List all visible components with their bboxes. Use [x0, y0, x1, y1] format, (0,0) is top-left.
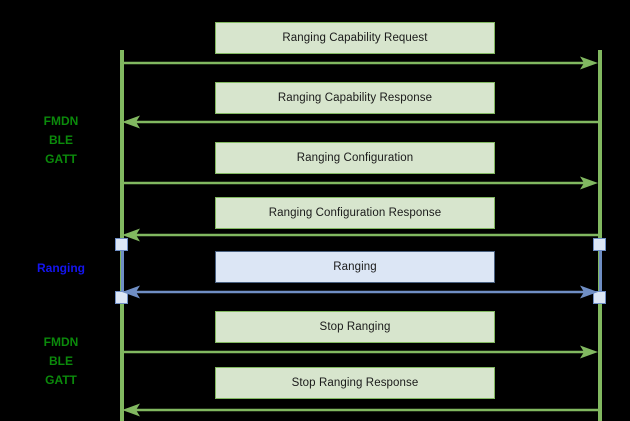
arrow-right-ranging-capability-request: [122, 56, 598, 70]
activation-node-left-bottom: [115, 291, 128, 304]
arrow-left-ranging-configuration-response: [122, 228, 598, 242]
lifeline-right: [598, 50, 602, 421]
message-box-ranging-capability-request: Ranging Capability Request: [215, 22, 495, 54]
message-box-stop-ranging: Stop Ranging: [215, 311, 495, 343]
arrow-left-stop-ranging-response: [122, 403, 598, 417]
lifeline-left: [120, 50, 124, 421]
activation-bar-left: [120, 241, 124, 303]
activation-node-right-top: [593, 238, 606, 251]
message-box-ranging-configuration: Ranging Configuration: [215, 142, 495, 174]
arrow-bidirectional-ranging: [122, 285, 598, 299]
arrow-right-stop-ranging: [122, 345, 598, 359]
arrow-right-ranging-configuration: [122, 176, 598, 190]
arrow-left-ranging-capability-response: [122, 115, 598, 129]
phase-label-fmdn-ble-gatt-bottom: FMDN BLE GATT: [43, 335, 79, 387]
message-box-ranging: Ranging: [215, 251, 495, 283]
activation-node-right-bottom: [593, 291, 606, 304]
activation-node-left-top: [115, 238, 128, 251]
message-box-ranging-configuration-response: Ranging Configuration Response: [215, 197, 495, 229]
phase-label-fmdn-ble-gatt-top: FMDN BLE GATT: [43, 114, 79, 166]
phase-label-ranging: Ranging: [37, 261, 85, 275]
message-box-ranging-capability-response: Ranging Capability Response: [215, 82, 495, 114]
message-box-stop-ranging-response: Stop Ranging Response: [215, 367, 495, 399]
activation-bar-right: [598, 241, 602, 303]
